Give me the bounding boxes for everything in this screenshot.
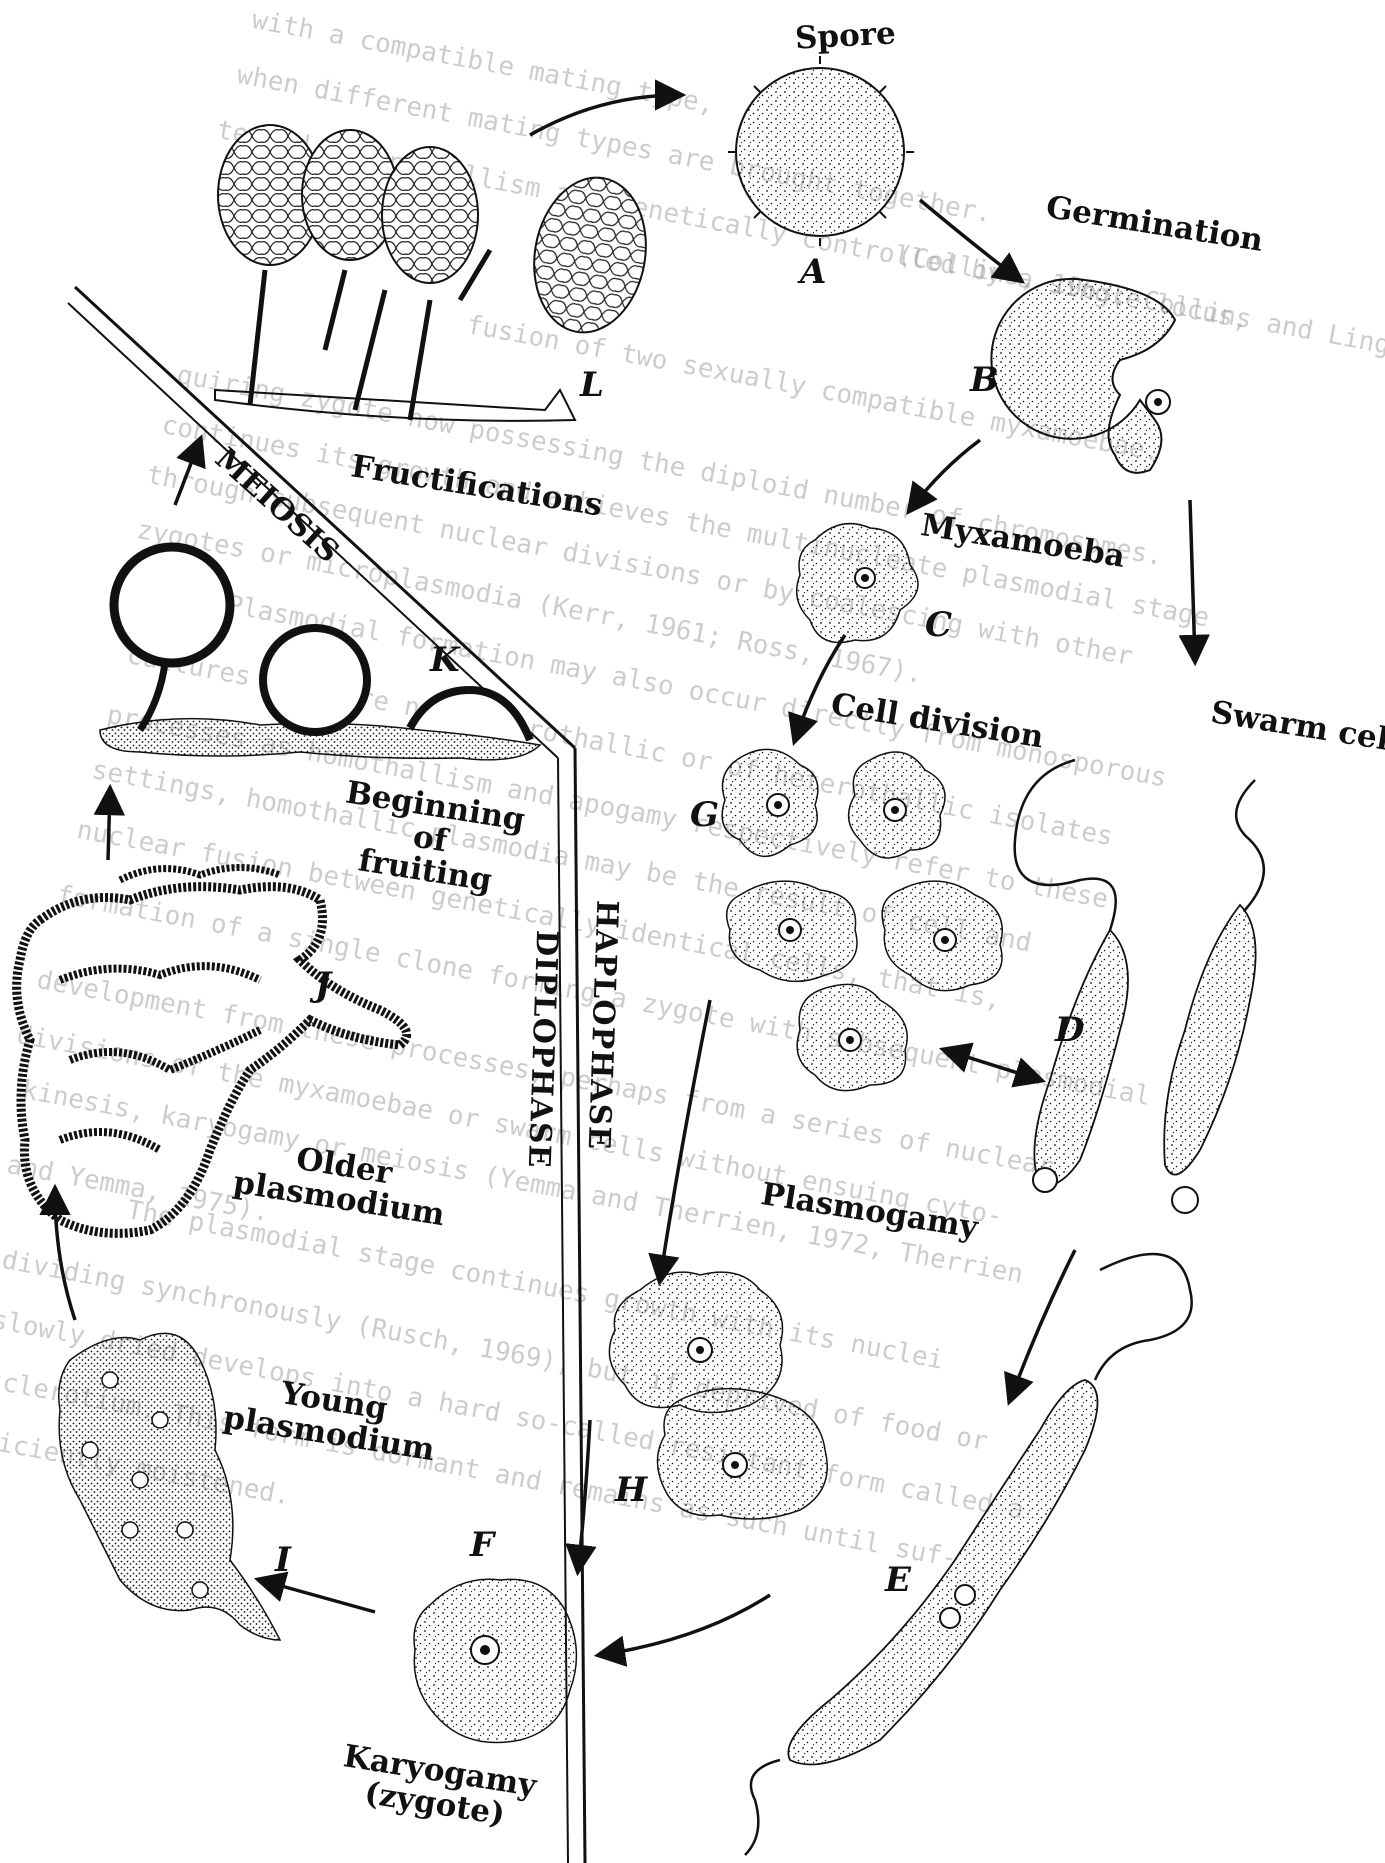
stage-letter-a: A [800, 252, 826, 292]
spore-illustration [728, 56, 914, 246]
germinating-spore-illustration [991, 279, 1175, 473]
label-spore: Spore [794, 17, 896, 55]
stage-letter-c: C [925, 605, 952, 645]
fusing-swarm-cells-illustration [745, 1254, 1192, 1855]
stage-letter-i: I [275, 1540, 291, 1580]
myxamoeba-illustration [797, 524, 918, 643]
zygote-illustration [414, 1579, 576, 1742]
stage-letter-e: E [885, 1560, 911, 1600]
stage-letter-h: H [615, 1470, 647, 1510]
stage-letter-j: J [315, 965, 331, 1005]
swarm-cells-illustration [1015, 760, 1264, 1213]
stage-letter-b: B [970, 360, 999, 400]
stage-letter-f: F [470, 1525, 494, 1565]
stage-letter-g: G [690, 795, 719, 835]
stage-letter-d: D [1055, 1010, 1084, 1050]
dividing-cells-illustration [722, 749, 1002, 1090]
stage-letter-k: K [430, 640, 460, 680]
stage-letter-l: L [580, 365, 604, 405]
